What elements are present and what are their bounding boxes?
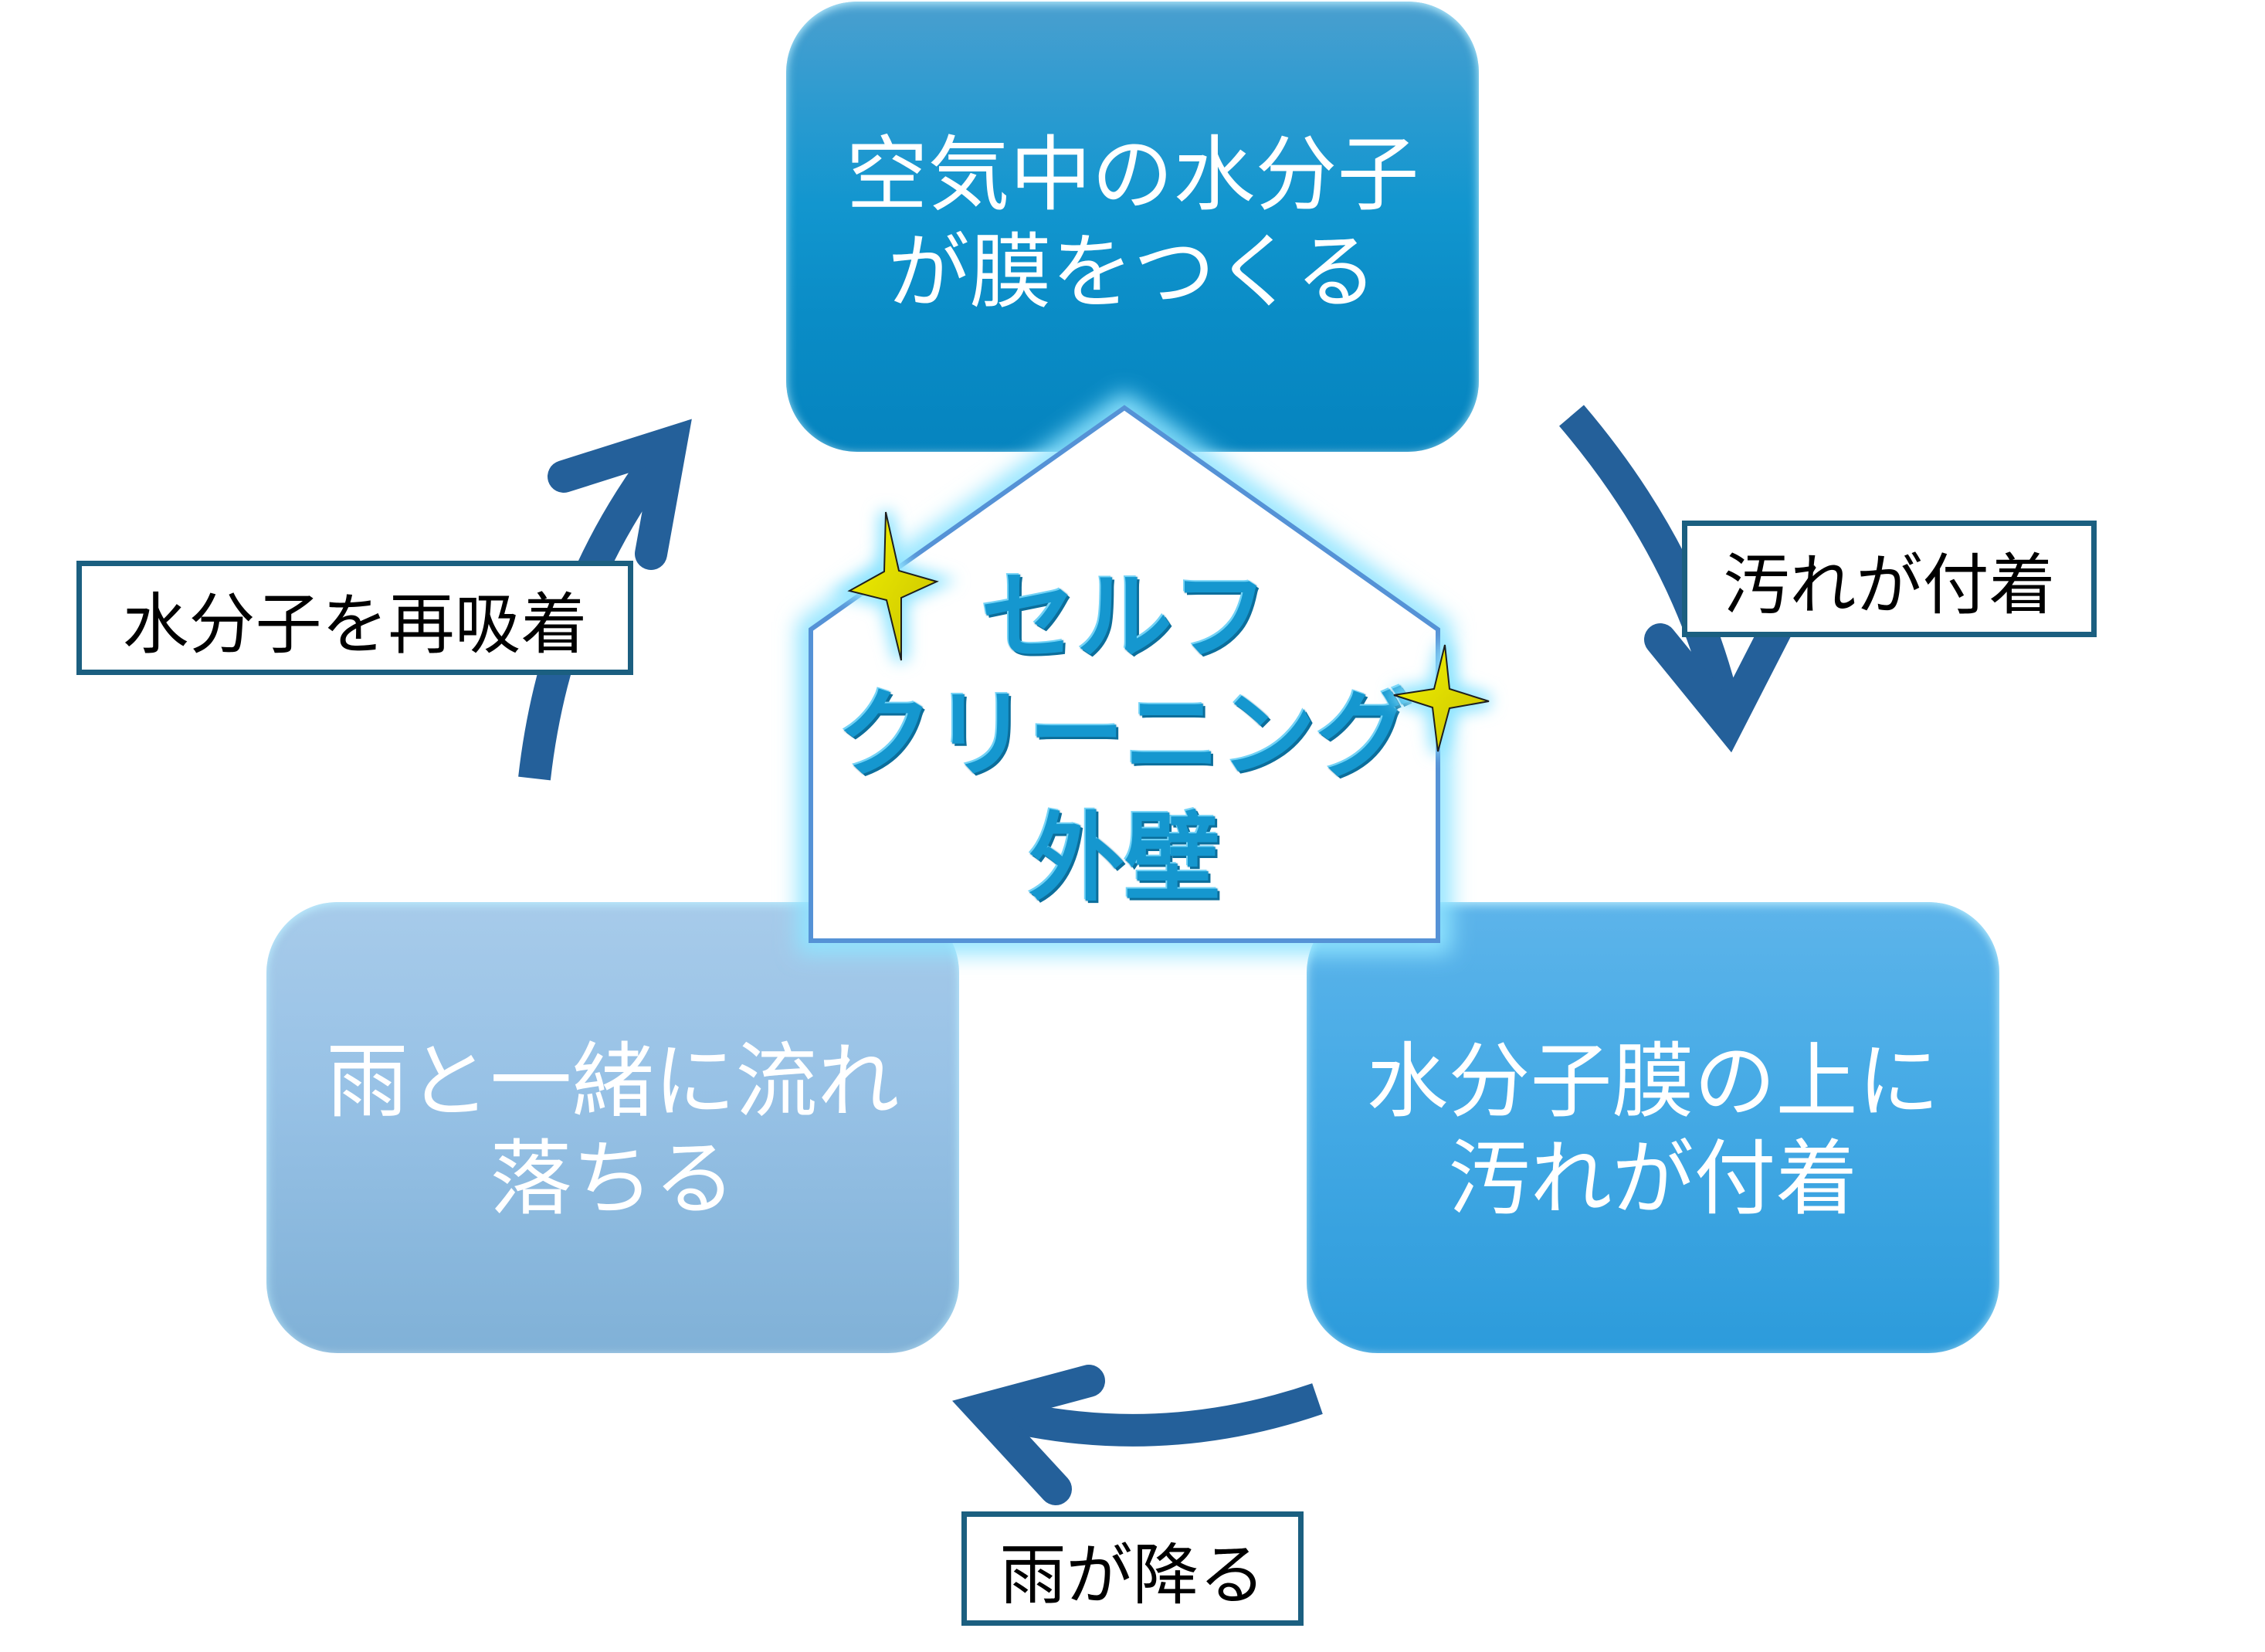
curved-arrow-left-icon xyxy=(952,1365,1323,1505)
step-text-line: 雨と一緒に流れ xyxy=(326,1034,900,1129)
house-shape xyxy=(809,405,1440,943)
transition-label-reabsorb: 水分子を再吸着 xyxy=(76,561,633,675)
center-title-line: 外壁 xyxy=(1028,803,1220,914)
sparkle-icon xyxy=(1392,643,1491,754)
step-text-line: 汚れが付着 xyxy=(1448,1131,1858,1226)
arrow-head xyxy=(1644,613,1792,753)
sparkle-shape xyxy=(847,511,939,661)
transition-label-text: 汚れが付着 xyxy=(1723,547,2056,624)
step-text-line: 落ちる xyxy=(490,1131,736,1226)
center-title-line: セルフ xyxy=(980,562,1268,673)
step-text-line: 空気中の水分子 xyxy=(846,127,1419,222)
center-title-line: クリーニング xyxy=(836,680,1412,791)
step-box-washed-away: 雨と一緒に流れ 落ちる xyxy=(266,902,959,1353)
step-box-water-film: 空気中の水分子 が膜をつくる xyxy=(786,2,1479,452)
step-box-dirt-adheres: 水分子膜の上に 汚れが付着 xyxy=(1307,902,1999,1353)
house-icon xyxy=(798,392,1451,954)
arrow-shaft xyxy=(1559,405,1743,722)
arrow-head xyxy=(952,1365,1105,1505)
transition-label-rain-falls: 雨が降る xyxy=(961,1511,1304,1626)
curved-arrow-down-icon xyxy=(1559,405,1792,753)
transition-label-dirt-adheres: 汚れが付着 xyxy=(1682,521,2097,637)
step-text-line: が膜をつくる xyxy=(887,224,1378,320)
transition-label-text: 水分子を再吸着 xyxy=(122,585,588,663)
transition-label-text: 雨が降る xyxy=(999,1536,1266,1614)
arrow-shaft xyxy=(978,1383,1323,1447)
sparkle-icon xyxy=(830,511,957,663)
sparkle-shape xyxy=(1393,644,1490,752)
step-text-line: 水分子膜の上に xyxy=(1366,1034,1940,1129)
arrow-head xyxy=(548,419,692,570)
